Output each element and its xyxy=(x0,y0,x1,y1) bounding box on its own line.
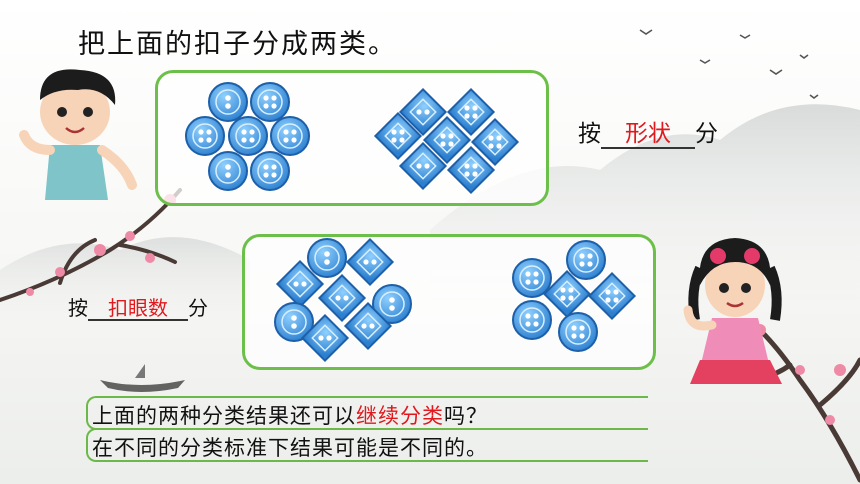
diamond-button-icon xyxy=(588,272,636,320)
note-continue-classify: 上面的两种分类结果还可以继续分类吗？ xyxy=(92,400,488,430)
boat-icon xyxy=(100,364,185,392)
diamond-button-icon xyxy=(346,238,394,286)
note-bracket xyxy=(86,428,648,462)
round-button-icon xyxy=(512,300,552,340)
round-button-icon xyxy=(250,82,290,122)
answer-fill-blank[interactable]: 形状 xyxy=(601,121,695,150)
round-button-icon xyxy=(228,116,268,156)
birds-icon xyxy=(639,29,819,99)
round-button-icon xyxy=(307,238,347,278)
round-button-icon xyxy=(185,116,225,156)
answer-by-shape: 按形状分 xyxy=(578,114,718,150)
boy-character-icon xyxy=(19,69,137,200)
round-button-icon xyxy=(208,151,248,191)
note-different-standards: 在不同的分类标准下结果可能是不同的。 xyxy=(92,436,488,460)
note-text: 吗？ xyxy=(444,404,488,428)
answer-prefix: 按 xyxy=(578,121,601,147)
answer-by-holes: 按扣眼数分 xyxy=(68,292,208,321)
round-button-icon xyxy=(250,151,290,191)
round-button-icon xyxy=(566,240,606,280)
page-title: 把上面的扣子分成两类。 xyxy=(78,29,397,60)
buttons-group-holes xyxy=(274,238,636,362)
round-button-icon xyxy=(558,312,598,352)
round-button-icon xyxy=(512,258,552,298)
note-highlight: 继续分类 xyxy=(356,404,444,428)
answer-suffix: 分 xyxy=(188,296,208,320)
answer-fill-blank[interactable]: 扣眼数 xyxy=(88,297,188,321)
round-button-icon xyxy=(270,116,310,156)
mountain-range-left xyxy=(0,237,250,320)
answer-suffix: 分 xyxy=(695,121,718,147)
answer-prefix: 按 xyxy=(68,296,88,320)
plum-branch-left-icon xyxy=(0,188,182,302)
girl-character-icon xyxy=(683,238,782,384)
note-text: 上面的两种分类结果还可以 xyxy=(92,404,356,428)
buttons-group-shape xyxy=(185,82,519,194)
round-button-icon xyxy=(208,82,248,122)
